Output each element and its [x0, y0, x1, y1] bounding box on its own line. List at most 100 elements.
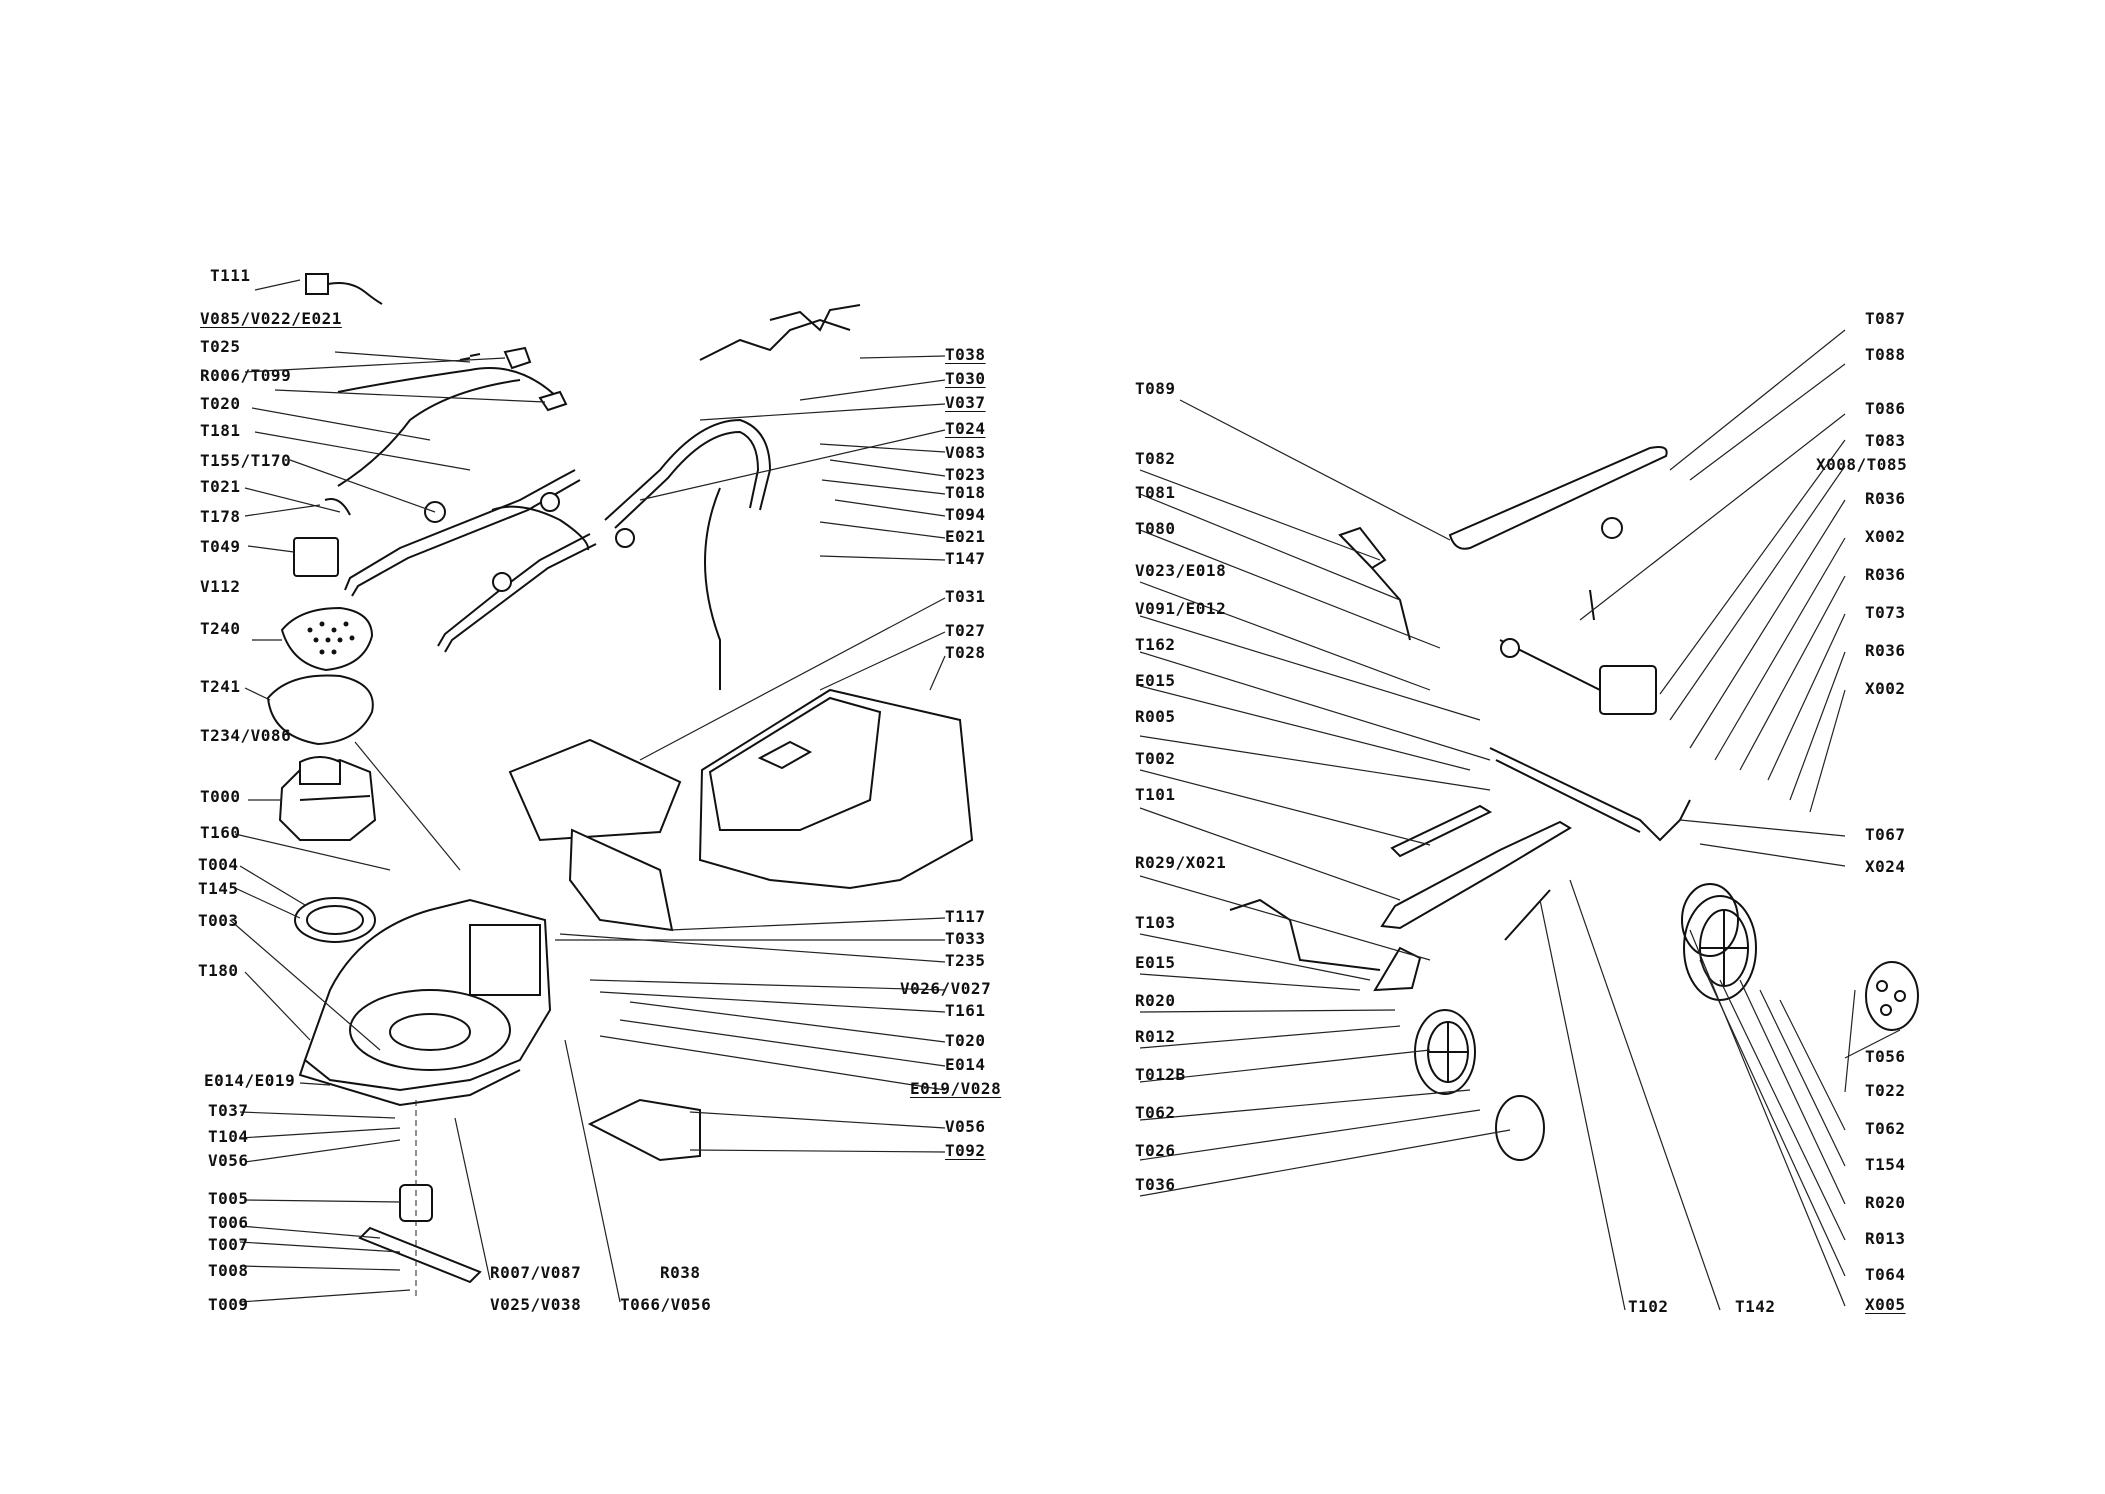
part-label-t002: T002	[1135, 749, 1176, 768]
part-label-v056: V056	[208, 1151, 249, 1170]
hub-cap-part	[1495, 1095, 1545, 1161]
part-label-t086: T086	[1865, 399, 1906, 418]
part-label-v025-v038: V025/V038	[490, 1295, 582, 1314]
part-label-t038: T038	[945, 345, 986, 364]
part-label-t003: T003	[198, 911, 239, 930]
center-leader-lines	[454, 355, 946, 1303]
part-label-t020: T020	[200, 394, 241, 413]
part-label-t104: T104	[208, 1127, 249, 1146]
part-label-t018: T018	[945, 483, 986, 502]
part-label-r036-b: R036	[1865, 565, 1906, 584]
part-label-t030: T030	[945, 369, 986, 388]
part-label-v091-e012: V091/E012	[1135, 599, 1227, 618]
part-label-r038: R038	[660, 1263, 701, 1282]
part-label-t067: T067	[1865, 825, 1906, 844]
switch-box-part	[305, 273, 383, 305]
left-leader-lines	[229, 279, 546, 1303]
height-bracket-part	[1390, 804, 1493, 858]
part-label-t004: T004	[198, 855, 239, 874]
part-label-x002-a: X002	[1865, 527, 1906, 546]
part-label-e014-e019: E014/E019	[204, 1071, 296, 1090]
part-label-t025: T025	[200, 337, 241, 356]
part-label-t037: T037	[208, 1101, 249, 1120]
discharge-chute-part	[508, 738, 682, 842]
part-label-t027: T027	[945, 621, 986, 640]
part-label-r006-t099: R006/T099	[200, 366, 292, 385]
part-label-t028: T028	[945, 643, 986, 662]
part-label-x024: X024	[1865, 857, 1906, 876]
part-label-r005: R005	[1135, 707, 1176, 726]
rear-wheel-ring-part	[1681, 883, 1739, 957]
part-label-t062-right: T062	[1865, 1119, 1906, 1138]
part-label-t082: T082	[1135, 449, 1176, 468]
part-label-t142: T142	[1735, 1297, 1776, 1316]
part-label-r036-a: R036	[1865, 489, 1906, 508]
part-label-v085-v022-e021: V085/V022/E021	[200, 309, 342, 328]
part-label-t145: T145	[198, 879, 239, 898]
filter-cover-part	[280, 606, 374, 672]
part-label-t092: T092	[945, 1141, 986, 1160]
part-label-t087: T087	[1865, 309, 1906, 328]
part-label-t160: T160	[200, 823, 241, 842]
part-label-t000: T000	[200, 787, 241, 806]
part-label-e015-lower: E015	[1135, 953, 1176, 972]
part-label-t181: T181	[200, 421, 241, 440]
control-cable	[337, 379, 521, 487]
part-label-v023-e018: V023/E018	[1135, 561, 1227, 580]
part-label-v083: V083	[945, 443, 986, 462]
knob-parts	[324, 492, 635, 592]
part-label-t012b: T012B	[1135, 1065, 1186, 1084]
right-leader-lines	[1139, 329, 1901, 1311]
part-label-t155-t170: T155/T170	[200, 451, 292, 470]
rear-axle-part	[1489, 747, 1691, 842]
part-label-t147: T147	[945, 549, 986, 568]
part-label-t080: T080	[1135, 519, 1176, 538]
part-label-t006: T006	[208, 1213, 249, 1232]
part-label-t178: T178	[200, 507, 241, 526]
part-label-t081: T081	[1135, 483, 1176, 502]
part-label-v112: V112	[200, 577, 241, 596]
part-label-t161: T161	[945, 1001, 986, 1020]
part-label-v037: V037	[945, 393, 986, 412]
part-label-v026-v027: V026/V027	[900, 979, 992, 998]
part-label-t007: T007	[208, 1235, 249, 1254]
part-label-t111: T111	[210, 266, 251, 285]
part-label-t031: T031	[945, 587, 986, 606]
part-label-t005: T005	[208, 1189, 249, 1208]
blade-part	[358, 1184, 482, 1284]
part-label-t021: T021	[200, 477, 241, 496]
ignition-box-part	[293, 537, 339, 577]
part-label-t049: T049	[200, 537, 241, 556]
part-label-t066-v056: T066/V056	[620, 1295, 712, 1314]
part-label-t020-center: T020	[945, 1031, 986, 1050]
filter-gasket-part	[266, 674, 374, 746]
mower-deck-part	[298, 898, 552, 1107]
part-label-t083: T083	[1865, 431, 1906, 450]
recoil-ring-part	[294, 897, 376, 943]
front-axle-lever-part	[1229, 898, 1381, 971]
grass-bag-part	[698, 688, 974, 890]
part-label-t033: T033	[945, 929, 986, 948]
control-cable	[337, 367, 561, 401]
drive-belt-part	[1448, 446, 1668, 550]
part-label-r020-right: R020	[1865, 1193, 1906, 1212]
part-label-t056: T056	[1865, 1047, 1906, 1066]
part-label-t235: T235	[945, 951, 986, 970]
part-label-t026: T026	[1135, 1141, 1176, 1160]
part-label-x008-t085: X008/T085	[1816, 455, 1908, 474]
gearbox-part	[1499, 517, 1657, 715]
part-label-r029-x021: R029/X021	[1135, 853, 1227, 872]
part-label-t073: T073	[1865, 603, 1906, 622]
part-label-t240: T240	[200, 619, 241, 638]
part-label-t008: T008	[208, 1261, 249, 1280]
part-label-t103: T103	[1135, 913, 1176, 932]
part-label-t023: T023	[945, 465, 986, 484]
part-label-v056-center: V056	[945, 1117, 986, 1136]
part-label-t088: T088	[1865, 345, 1906, 364]
part-label-t154: T154	[1865, 1155, 1906, 1174]
part-label-t234-v086: T234/V086	[200, 726, 292, 745]
part-label-t009: T009	[208, 1295, 249, 1314]
part-label-t024: T024	[945, 419, 986, 438]
